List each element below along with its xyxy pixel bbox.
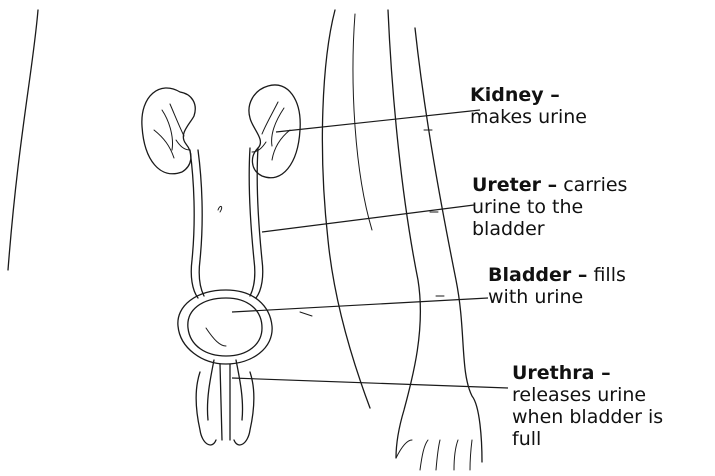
bladder-description-line2: with urine [488,286,626,308]
bladder-label: Bladder – fills with urine [488,264,626,308]
ureter-description-line1: carries [557,174,627,196]
ureter-dash: – [541,174,557,196]
urethra-label: Urethra – releases urine when bladder is… [512,362,663,450]
left-kidney [142,88,195,174]
arm-outline [388,10,482,470]
urethra-description-line2: releases urine [512,384,663,406]
ureter-leader [262,205,474,232]
kidney-label: Kidney – makes urine [470,84,587,128]
ureter-label: Ureter – carries urine to the bladder [472,174,627,240]
urethra-term: Urethra [512,362,595,384]
ureters [190,148,263,298]
kidney-dash: – [544,84,560,106]
right-kidney [249,85,300,178]
urethra-description-line3: when bladder is [512,406,663,428]
torso-outline [8,10,372,408]
bladder-description-line1: fills [587,264,625,286]
ureter-description-line2: urine to the [472,196,627,218]
bladder [178,290,272,364]
kidney-leader [276,110,480,132]
bladder-dash: – [571,264,587,286]
bladder-leader [232,298,488,312]
kidney-term: Kidney [470,84,544,106]
leader-lines [232,110,508,388]
sketch-marks [300,130,444,316]
urethra [196,328,254,445]
urethra-description-line4: full [512,428,663,450]
ureter-term: Ureter [472,174,541,196]
kidney-description: makes urine [470,106,587,128]
urethra-dash: – [595,362,611,384]
ureter-description-line3: bladder [472,218,627,240]
bladder-term: Bladder [488,264,571,286]
